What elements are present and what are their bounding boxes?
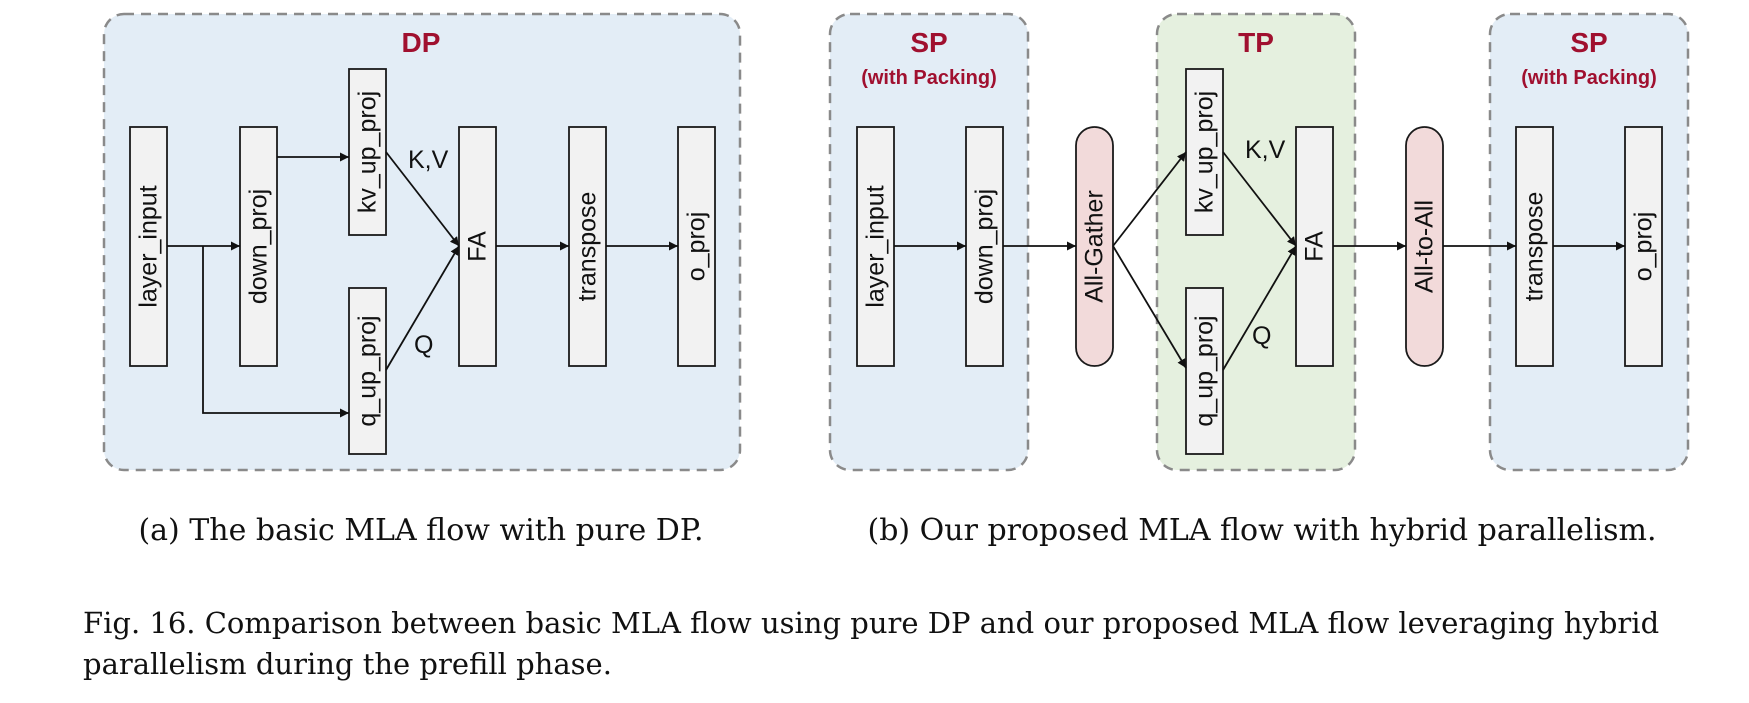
b-edge-kv-to-fa — [1222, 151, 1297, 247]
a-down-proj-node — [239, 126, 278, 367]
a-fa-label: FA — [464, 231, 492, 262]
a-fa-node — [458, 126, 497, 367]
a-kv-up-proj-label: kv_up_proj — [354, 91, 382, 213]
a-o-proj-node — [677, 126, 716, 367]
b-all-to-all-label: All-to-All — [1411, 200, 1439, 293]
a-kv-edge-label: K,V — [408, 146, 449, 174]
a-q-up-proj-node — [348, 287, 387, 455]
b-transpose-node — [1515, 126, 1554, 367]
b-transpose-label: transpose — [1521, 192, 1549, 302]
b-q-edge-label: Q — [1252, 322, 1271, 350]
b-o-proj-label: o_proj — [1630, 212, 1658, 282]
b-down-proj-label: down_proj — [971, 189, 999, 304]
caption-b: (b) Our proposed MLA flow with hybrid pa… — [868, 513, 1657, 548]
a-edge-kv-to-fa — [385, 151, 460, 247]
a-edge-q-to-fa — [385, 245, 460, 371]
b-edge-allgather-to-kv — [1112, 151, 1187, 247]
tp-title: TP — [1238, 27, 1274, 58]
a-q-edge-label: Q — [414, 331, 433, 359]
b-q-up-proj-node — [1185, 287, 1224, 455]
dp-region — [102, 12, 742, 472]
sp-right-title: SP — [1570, 27, 1607, 58]
caption-a: (a) The basic MLA flow with pure DP. — [138, 513, 703, 548]
b-all-gather-label: All-Gather — [1081, 190, 1109, 303]
b-layer-input-label: layer_input — [862, 185, 890, 307]
b-o-proj-node — [1624, 126, 1663, 367]
sp-left-subtitle: (with Packing) — [861, 67, 997, 89]
diagram-b: SP (with Packing) TP SP (with Packing) l… — [828, 12, 1690, 548]
b-kv-edge-label: K,V — [1245, 136, 1286, 164]
dp-title: DP — [402, 27, 441, 58]
a-layer-input-node — [129, 126, 168, 367]
diagram-a: DP layer_input down_proj kv_up_proj q_up… — [102, 12, 742, 548]
a-transpose-label: transpose — [574, 192, 602, 302]
sp-right-subtitle: (with Packing) — [1521, 67, 1657, 89]
a-q-up-proj-label: q_up_proj — [354, 315, 382, 426]
a-edge-input-to-q — [202, 246, 349, 418]
b-kv-up-proj-label: kv_up_proj — [1191, 91, 1219, 213]
a-kv-up-proj-node — [348, 68, 387, 236]
b-edge-allgather-to-q — [1112, 245, 1187, 369]
b-edge-q-to-fa — [1222, 245, 1297, 371]
a-o-proj-label: o_proj — [683, 212, 711, 282]
b-q-up-proj-label: q_up_proj — [1191, 315, 1219, 426]
sp-left-title: SP — [910, 27, 947, 58]
a-layer-input-label: layer_input — [135, 185, 163, 307]
b-layer-input-node — [856, 126, 895, 367]
b-fa-label: FA — [1301, 231, 1329, 262]
figure-caption: Fig. 16. Comparison between basic MLA fl… — [83, 606, 1660, 681]
a-down-proj-label: down_proj — [245, 189, 273, 304]
b-kv-up-proj-node — [1185, 68, 1224, 236]
